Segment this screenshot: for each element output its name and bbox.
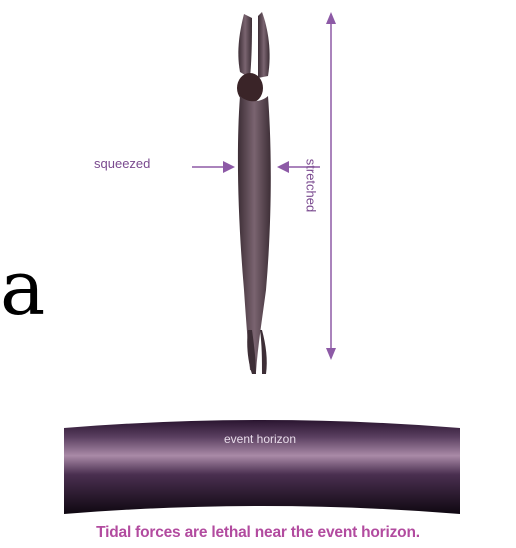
stretched-label: stretched	[304, 146, 319, 226]
double-arrow-vertical-icon	[326, 12, 336, 360]
squeezed-label: squeezed	[94, 156, 150, 171]
event-horizon-label: event horizon	[190, 432, 330, 446]
partial-glyph: a	[0, 250, 45, 326]
caption: Tidal forces are lethal near the event h…	[0, 524, 516, 542]
stretched-person-figure	[237, 12, 271, 374]
